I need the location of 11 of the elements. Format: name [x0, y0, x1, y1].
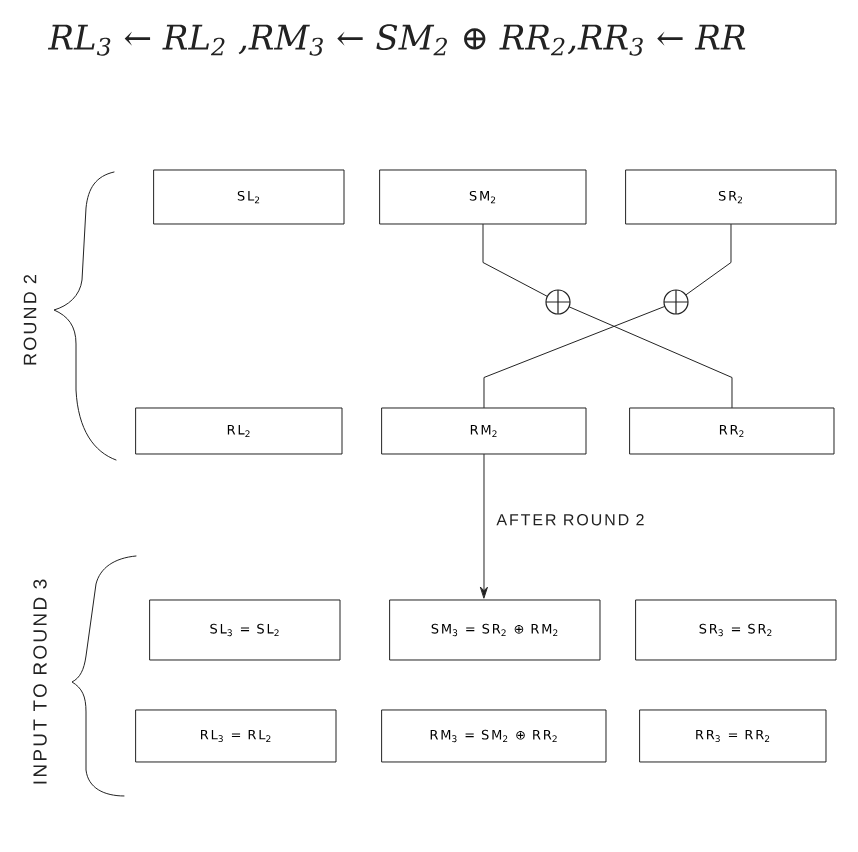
connector-line: [482, 224, 548, 297]
formula-text: RL$_{3}$ ← RL$_{2}$ ,RM$_{3}$ ← SM$_{2}$ ⊕ RR$_{2}$,RR$_{3}$ ← RR: [47, 24, 746, 56]
side-label: ROUND 2: [23, 275, 37, 365]
xor-symbol: [663, 289, 689, 315]
arrow: [480, 454, 488, 599]
side-label: INPUT TO ROUND 3: [33, 579, 47, 784]
connector-line: [569, 306, 733, 408]
xor-symbol: [545, 289, 571, 315]
edge-label: AFTER ROUND 2: [494, 512, 647, 528]
connector-line: [685, 224, 732, 296]
connector-line: [483, 306, 665, 408]
